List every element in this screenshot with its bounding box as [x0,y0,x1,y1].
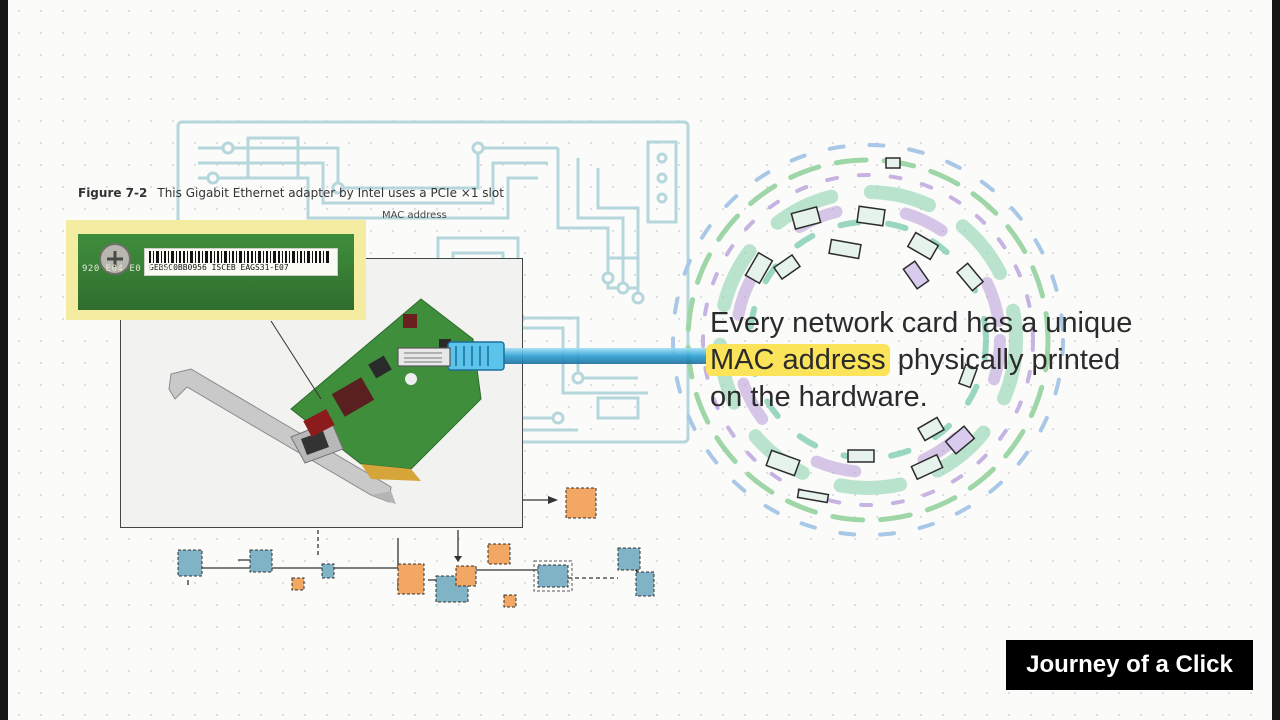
slide-caption: Every network card has a unique MAC addr… [706,305,1210,416]
caption-line-1: Every network card has a unique [710,307,1133,339]
mac-barcode-sticker: GEBSC0BB0956 ISCEB EAGS31-E07 [144,248,338,276]
pcb-silkscreen-text: 920 E04 E0 1 SAL [82,264,177,274]
figure-caption: Figure 7-2 This Gigabit Ethernet adapter … [78,186,504,200]
nic-card-drawing [168,298,482,504]
watercolor-ring-decoration [671,143,1065,537]
slide-frame: Figure 7-2 This Gigabit Ethernet adapter … [8,0,1272,720]
flowchart-illustration [177,487,655,608]
mac-label-zoom-inset: GEBSC0BB0956 ISCEB EAGS31-E07 920 E04 E0… [66,220,366,320]
series-title-badge: Journey of a Click [1006,640,1253,690]
network-card-photo [120,258,523,528]
mac-address-printed: GEBSC0BB0956 ISCEB EAGS31-E07 [149,263,289,272]
caption-line-3: on the hardware. [710,381,928,413]
mac-address-highlight: MAC address [706,344,890,376]
ethernet-cable-illustration [397,341,728,371]
figure-caption-text: This Gigabit Ethernet adapter by Intel u… [157,186,504,200]
screw-icon [99,243,131,275]
caption-line-2: MAC address physically printed [706,342,1210,379]
barcode-icon [149,251,329,263]
mac-address-callout: MAC address [382,210,447,221]
caption-line-2-rest: physically printed [889,344,1121,376]
figure-number: Figure 7-2 [78,186,148,200]
pcb-closeup: GEBSC0BB0956 ISCEB EAGS31-E07 920 E04 E0… [78,234,354,310]
